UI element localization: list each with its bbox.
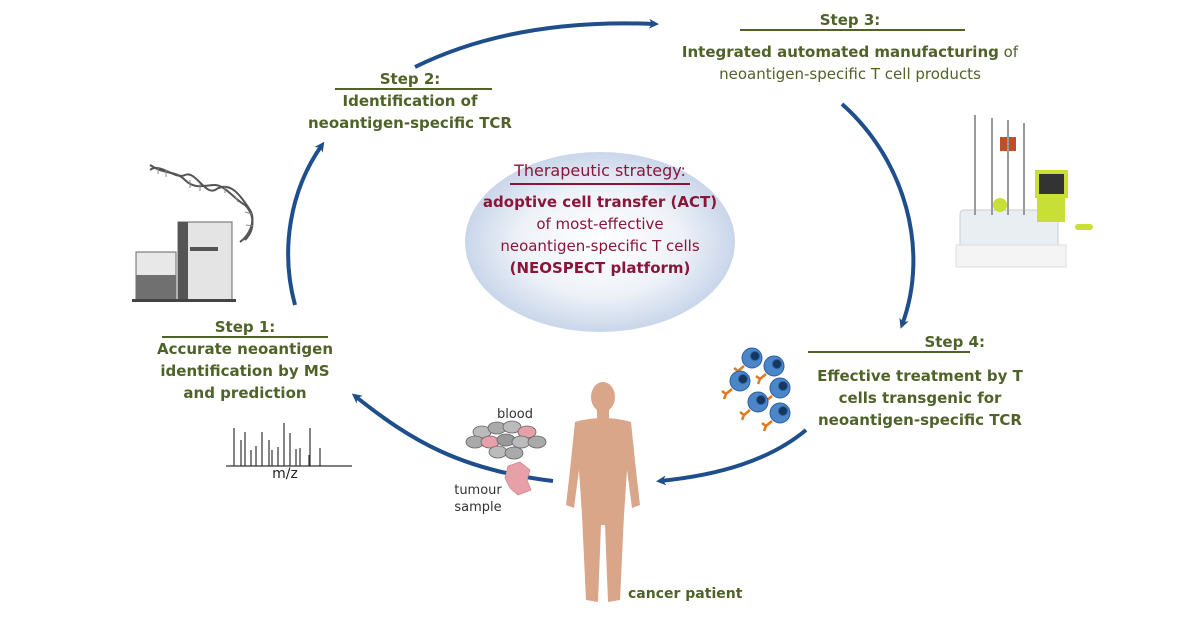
arrow-step2-to-step3: [414, 18, 659, 69]
step-4-line-1: Effective treatment by T: [817, 367, 1023, 385]
center-heading: Therapeutic strategy:: [510, 160, 690, 185]
step-2-line-2: neoantigen-specific TCR: [308, 114, 512, 132]
step-1-line-1: Accurate neoantigen: [156, 340, 333, 358]
center-ellipse: [465, 152, 735, 332]
manufacturing-device-icon: [955, 115, 1093, 268]
sample-label: sample: [454, 500, 502, 515]
step-4-line-2: cells transgenic for: [838, 389, 1002, 407]
step-2: Step 2: Identification of neoantigen-spe…: [290, 70, 530, 134]
dna-helix-icon: [149, 164, 254, 243]
mz-label: m/z: [272, 466, 298, 482]
step-1-line-2: identification by MS: [160, 362, 330, 380]
t-cells-icon: [721, 347, 791, 432]
step-3: Step 3: Integrated automated manufacturi…: [655, 11, 1045, 85]
step-3-bold: Integrated automated manufacturing: [681, 43, 999, 61]
mass-spectrum-icon: [226, 423, 352, 467]
blood-label: blood: [496, 407, 534, 422]
patient-label: cancer patient: [628, 586, 743, 602]
human-figure-icon: [566, 382, 640, 602]
center-strategy: Therapeutic strategy: adoptive cell tran…: [470, 160, 730, 279]
step-3-underline: [740, 29, 965, 31]
step-1-title: Step 1:: [214, 318, 276, 336]
blood-cells-icon: [465, 420, 547, 460]
center-line-1: adoptive cell transfer (ACT): [482, 193, 718, 211]
step-2-title: Step 2:: [379, 70, 441, 88]
step-3-title: Step 3:: [819, 11, 881, 29]
arrow-step4-to-patient: [656, 428, 808, 486]
t-cell: [733, 347, 763, 377]
step-3-line-2: neoantigen-specific T cell products: [719, 65, 981, 83]
center-line-4: (NEOSPECT platform): [509, 259, 691, 277]
step-4-title: Step 4:: [924, 333, 985, 351]
step-2-underline: [335, 88, 492, 90]
tumour-label: tumour: [454, 483, 502, 498]
center-line-2: of most-effective: [536, 215, 664, 233]
tumour-sample-icon: [504, 461, 532, 496]
step-1: Step 1: Accurate neoantigen identificati…: [140, 318, 350, 404]
step-1-underline: [162, 336, 328, 338]
arrow-step3-to-step4: [840, 102, 916, 329]
step-2-line-1: Identification of: [342, 92, 478, 110]
center-line-3: neoantigen-specific T cells: [500, 237, 700, 255]
arrow-step1-to-step2: [286, 141, 325, 306]
step-4-underline: [808, 351, 970, 353]
step-1-line-3: and prediction: [183, 384, 307, 402]
step-4: Step 4: Effective treatment by T cells t…: [800, 333, 1040, 431]
step-3-normal: of: [998, 43, 1019, 61]
step-3-line-1: Integrated automated manufacturing of: [655, 41, 1045, 63]
dna-sequencer-icon: [132, 221, 236, 302]
step-4-line-3: neoantigen-specific TCR: [818, 411, 1022, 429]
